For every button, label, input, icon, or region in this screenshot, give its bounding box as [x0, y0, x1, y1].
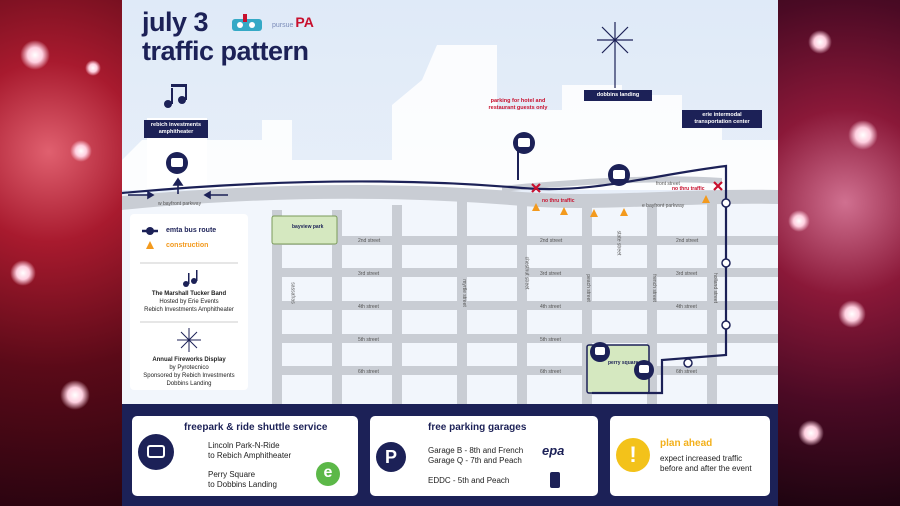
map [122, 22, 778, 404]
street-5th-a: 5th street [358, 337, 379, 343]
legend-concert-sub2: Rebich Investments Amphitheater [144, 307, 234, 313]
front-street-label: front street [656, 181, 680, 187]
no-thru-marks [531, 181, 723, 193]
map-legend: emta bus route construction The Marshall… [130, 214, 248, 390]
shuttle-route1a: Lincoln Park-N-Ride [208, 441, 280, 450]
legend-fireworks-sub3: Dobbins Landing [166, 381, 212, 387]
street-5th-b: 5th street [540, 337, 561, 343]
e-bayfront-label: e bayfront parkway [642, 203, 685, 209]
erie-events-logo [232, 14, 262, 31]
shuttle-route1b: to Rebich Amphitheater [208, 451, 292, 460]
bayview-park-label: bayview park [292, 224, 324, 230]
bayfront-road [122, 185, 778, 210]
intermodal-label: erie intermodal transportation center [682, 110, 762, 128]
pa-logo-small: pursue [272, 22, 294, 29]
title-line-2: traffic pattern [142, 36, 309, 66]
shuttle-bus-icon [138, 434, 174, 470]
avenue-chestnut: chestnut street [523, 256, 530, 290]
street-3rd-c: 3rd street [676, 271, 698, 277]
info-footer: freepark & ride shuttle service Lincoln … [122, 404, 778, 506]
avenue-holland: holland street [712, 272, 719, 304]
avenue-myrtle: myrtle street [460, 279, 467, 307]
legend-construction: construction [166, 242, 209, 249]
page-title: july 3 traffic pattern [142, 8, 309, 66]
shuttle-title: freepark & ride shuttle service [184, 422, 328, 433]
legend-fireworks-title: Annual Fireworks Display [152, 357, 226, 363]
small-route-stops [683, 198, 731, 368]
legend-bus-route: emta bus route [166, 227, 217, 234]
plan-ahead-card: ! plan ahead expect increased traffic be… [610, 416, 770, 496]
dobbins-label: dobbins landing [584, 90, 652, 101]
street-6th-a: 6th street [358, 369, 379, 375]
perry-square-label: perry square [608, 360, 639, 366]
direction-arrows [128, 177, 228, 200]
epa-logo: epa [542, 443, 565, 458]
shuttle-route2b: to Dobbins Landing [208, 480, 277, 489]
shuttle-card: freepark & ride shuttle service Lincoln … [132, 416, 358, 496]
street-4th-b: 4th street [540, 304, 561, 310]
street-3rd-a: 3rd street [358, 271, 380, 277]
parking-card: P free parking garages Garage B - 8th an… [370, 416, 598, 496]
legend-icons [140, 227, 238, 352]
pa-logo-tag: PA [295, 14, 314, 30]
avenue-peach: peach street [584, 274, 591, 302]
plan-title: plan ahead [660, 438, 713, 449]
fireworks-burst-icon [597, 22, 633, 88]
w-bayfront-label: w bayfront parkway [158, 201, 202, 207]
avenue-sassafras: sassafras [289, 282, 296, 304]
warning-icon: ! [616, 438, 650, 472]
bus-glyphs [171, 138, 649, 373]
plan-text1: expect increased traffic [660, 454, 743, 463]
street-2nd-c: 2nd street [676, 238, 699, 244]
music-note-icon [164, 84, 187, 108]
parking-p-icon: P [376, 442, 406, 472]
construction-cones [532, 195, 710, 217]
legend-concert-sub1: Hosted by Erie Events [159, 299, 219, 305]
rebich-label: rebich investments amphitheater [144, 120, 208, 138]
street-4th-a: 4th street [358, 304, 379, 310]
street-2nd-b: 2nd street [540, 238, 563, 244]
plan-text2: before and after the event [660, 464, 752, 473]
parking-garage-q: Garage Q - 7th and Peach [428, 456, 522, 465]
front-street-road [502, 176, 722, 192]
legend-concert-title: The Marshall Tucker Band [151, 291, 227, 297]
street-6th-b: 6th street [540, 369, 561, 375]
avenue-state: state street [615, 230, 622, 256]
street-2nd-a: 2nd street [358, 238, 381, 244]
shuttle-route2a: Perry Square [208, 470, 256, 479]
avenue-french: french street [650, 274, 657, 302]
street-6th-c: 6th street [676, 369, 697, 375]
bayview-park [271, 215, 338, 245]
title-line-1: july 3 [142, 7, 209, 37]
parking-garage-b: Garage B - 8th and French [428, 446, 524, 455]
legend-fireworks-sub2: Sponsored by Rebich Investments [143, 373, 235, 379]
fireworks-background-left [0, 0, 122, 506]
eddc-lamp-icon [550, 472, 560, 488]
street-4th-c: 4th street [676, 304, 697, 310]
parking-eddc: EDDC - 5th and Peach [428, 476, 510, 485]
emta-e-logo: e [316, 462, 340, 486]
skyline [122, 45, 778, 190]
bus-route-line [122, 164, 728, 395]
street-3rd-b: 3rd street [540, 271, 562, 277]
parking-title: free parking garages [428, 422, 527, 433]
vertical-streets [272, 196, 717, 404]
legend-fireworks-sub1: by Pyrotecnico [169, 365, 209, 371]
parking-hotel-note: parking for hotel and restaurant guests … [488, 98, 548, 111]
no-thru-label-1: no thru traffic [542, 198, 575, 204]
no-thru-label-2: no thru traffic [672, 186, 705, 192]
fireworks-background-right [778, 0, 900, 506]
